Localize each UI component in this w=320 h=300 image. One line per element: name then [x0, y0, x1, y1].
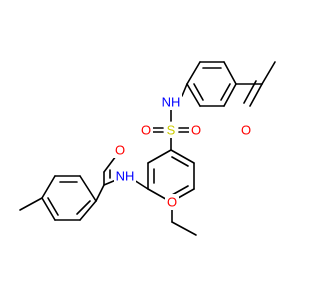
atom-O2: O — [189, 122, 203, 138]
bond-line — [133, 179, 149, 190]
bond-line — [41, 175, 56, 199]
bond-line — [19, 197, 43, 211]
sulfonamide-nh-label: NH — [162, 95, 181, 110]
atom-O5: O — [239, 122, 253, 138]
bond-line — [220, 83, 231, 101]
bond-line — [147, 149, 172, 164]
bond-line — [76, 200, 91, 215]
bond-line — [171, 156, 189, 167]
bond-line — [223, 83, 237, 107]
methoxy-oxygen-label: O — [167, 195, 177, 210]
amide-nh-label: NH — [116, 169, 135, 184]
bond-line — [79, 200, 97, 221]
bond-line — [261, 61, 276, 85]
bond-line — [103, 155, 117, 173]
atom-N2: NH — [114, 168, 136, 184]
atom-O1: O — [139, 122, 153, 138]
sulfonyl-oxygen-right-label: O — [191, 123, 201, 138]
sulfur-label: S — [167, 123, 176, 138]
bond-line — [171, 185, 189, 196]
atom-N1: NH — [160, 94, 182, 110]
bond-line — [223, 61, 237, 85]
bond-lines — [19, 61, 276, 236]
bond-line — [249, 83, 263, 107]
bond-line — [181, 83, 188, 97]
bond-line — [193, 83, 204, 101]
atom-S1: S — [164, 122, 178, 138]
bond-line — [47, 197, 59, 216]
bond-line — [186, 83, 201, 107]
bond-line — [243, 80, 257, 104]
carbonyl-oxygen-label: O — [115, 143, 125, 158]
sulfonyl-oxygen-left-label: O — [141, 123, 151, 138]
atom-O3: O — [113, 142, 127, 158]
bond-line — [186, 61, 201, 85]
acetyl-oxygen-label: O — [241, 123, 251, 138]
bond-line — [171, 221, 197, 236]
bond-line — [79, 175, 97, 202]
bond-line — [170, 149, 195, 164]
molecule-structure-diagram: S O O NH NH O O O — [19, 61, 276, 236]
bond-line — [41, 197, 56, 221]
bond-line — [95, 184, 105, 202]
atom-O4: O — [165, 194, 179, 210]
